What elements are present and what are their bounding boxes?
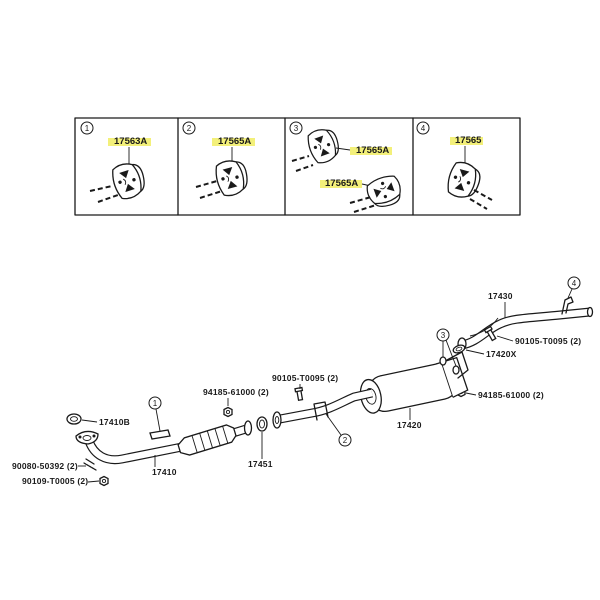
leader-line (465, 392, 477, 396)
hanger-inset-box: 1 17563A 2 17565A 3 (74, 117, 521, 216)
part-label: 17565A (356, 145, 389, 156)
label-tail-nut: 94185-61000 (2) (478, 390, 544, 400)
hanger-pin (473, 189, 493, 201)
label-front-stud: 90080-50392 (2) (12, 461, 78, 471)
callout-4: 4 (567, 276, 581, 299)
label-front-gasket: 17410B (99, 417, 130, 427)
front-pipe (75, 420, 253, 465)
part-label: 17565A (325, 178, 358, 189)
hanger-pin (349, 196, 372, 204)
svg-text:3: 3 (441, 331, 446, 340)
hanger-pin (89, 185, 113, 192)
svg-text:2: 2 (343, 436, 348, 445)
center-hanger-bracket (313, 401, 329, 421)
label-front-nut: 90109-T0005 (2) (22, 476, 88, 486)
svg-text:4: 4 (572, 279, 577, 288)
center-pipe-flange (272, 411, 282, 429)
catalytic-converter (177, 424, 237, 456)
label-highlight (320, 180, 362, 188)
label-highlight (450, 137, 483, 145)
part-label: 17565A (218, 136, 251, 147)
callout-2: 2 (325, 413, 352, 447)
rubber-hanger-icon (444, 159, 484, 202)
muffler-hangers (439, 356, 460, 375)
leader-line (465, 349, 485, 355)
hanger-pin (469, 198, 488, 210)
callout-circle (289, 121, 303, 135)
inset-panel-4: 4 17565 (416, 121, 493, 210)
svg-text:1: 1 (153, 399, 158, 408)
leader-line (496, 335, 514, 342)
front-studs (83, 458, 97, 471)
inset-panel-2: 2 17565A (182, 121, 255, 199)
front-nut (99, 475, 109, 487)
tail-bolt (483, 325, 497, 342)
callout-1: 1 (148, 396, 162, 432)
leader-line (87, 480, 100, 483)
part-label: 17565 (455, 135, 482, 146)
hanger-pin (195, 180, 218, 188)
callout-number: 4 (421, 124, 426, 133)
rubber-hanger-icon (363, 172, 406, 212)
center-gasket-hole (259, 419, 265, 429)
label-tail-pipe: 17430 (488, 291, 513, 301)
hanger-pin (291, 155, 310, 162)
label-highlight (212, 138, 255, 146)
exhaust-assembly: 1 2 3 4 17430 90105-T0095 (2) 17420X 941… (12, 276, 594, 487)
leader-line (81, 419, 98, 423)
label-center-pipe: 17420 (397, 420, 422, 430)
hanger-pin (295, 164, 314, 172)
center-gasket (256, 416, 268, 432)
callout-number: 1 (85, 124, 90, 133)
hanger-pin (353, 204, 377, 213)
hanger-pin (199, 190, 223, 199)
center-bolt (294, 386, 304, 402)
label-front-pipe: 17410 (152, 467, 177, 477)
rubber-hanger-icon (304, 124, 344, 167)
front-pipe-flange (75, 430, 99, 445)
tail-gasket (452, 344, 466, 354)
front-heat-bracket (149, 429, 171, 440)
inset-panel-3: 3 17565A 17565A (289, 121, 406, 213)
leader-line (335, 147, 351, 151)
front-gasket (66, 413, 82, 425)
label-highlight (108, 138, 151, 146)
inset-panel-1: 1 17563A (80, 121, 151, 203)
label-tail-gasket: 17420X (486, 349, 517, 359)
label-highlight (350, 147, 392, 155)
callout-circle (182, 121, 196, 135)
tail-hanger-bracket (561, 296, 574, 315)
center-nut (223, 406, 233, 418)
inset-frame (74, 117, 521, 216)
center-pipe (272, 388, 373, 429)
callout-3: 3 (436, 328, 457, 367)
front-gasket-hole (70, 416, 78, 422)
label-center-gasket: 17451 (248, 459, 273, 469)
tail-gasket-hole (455, 346, 463, 352)
callout-circle (80, 121, 94, 135)
label-tail-bolt: 90105-T0095 (2) (515, 336, 581, 346)
part-label: 17563A (114, 136, 147, 147)
front-pipe-outlet-flange (243, 420, 253, 436)
label-center-nut: 94185-61000 (2) (203, 387, 269, 397)
callout-number: 3 (294, 124, 299, 133)
hanger-pin (97, 194, 119, 203)
callout-number: 2 (187, 124, 192, 133)
muffler (359, 351, 469, 414)
callout-circle (416, 121, 430, 135)
label-center-bolt: 90105-T0095 (2) (272, 373, 338, 383)
